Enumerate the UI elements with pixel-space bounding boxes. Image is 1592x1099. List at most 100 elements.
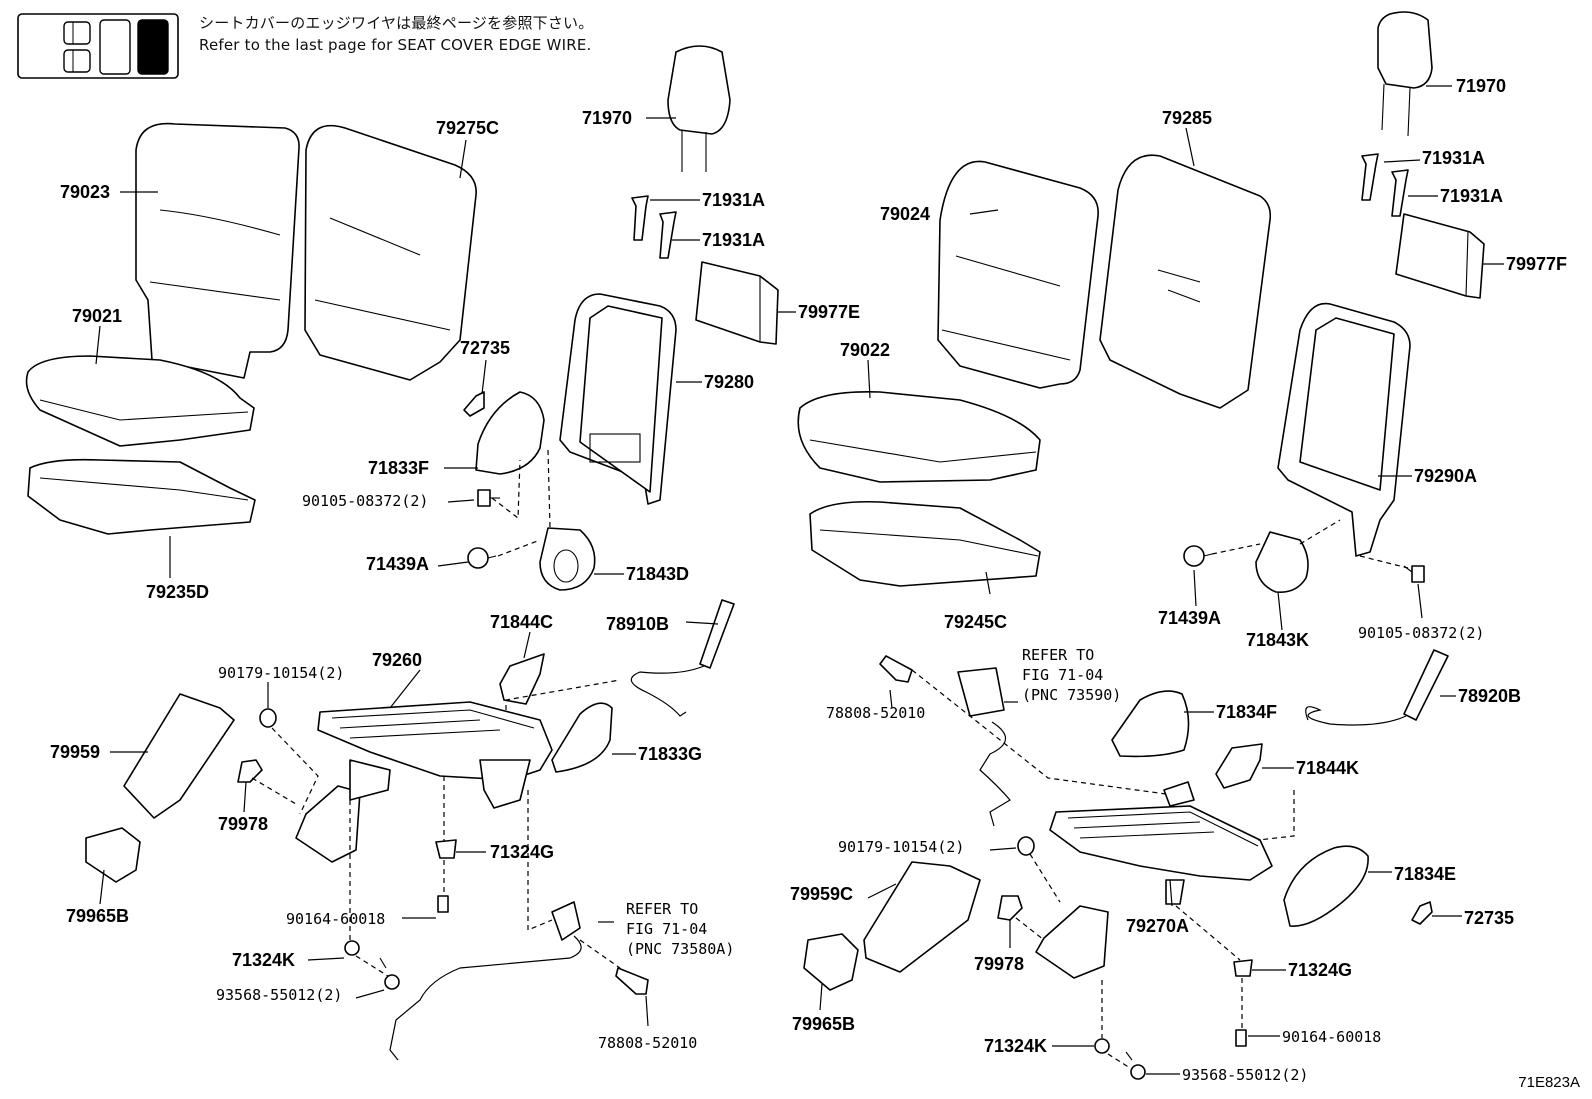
knob-71439a-left — [467, 547, 497, 569]
drawing-id: 71E823A — [1518, 1074, 1580, 1091]
label-90105-right: 90105-08372(2) — [1358, 624, 1484, 642]
label-79977e: 79977E — [798, 302, 860, 322]
ref-left-line1: REFER TO — [626, 900, 698, 918]
ref-right-line1: REFER TO — [1022, 646, 1094, 664]
seatback-pad-79285 — [1099, 154, 1272, 409]
label-71931a-1: 71931A — [702, 190, 765, 210]
pad-79977f — [1395, 213, 1485, 299]
label-79290a: 79290A — [1414, 466, 1477, 486]
label-71834f: 71834F — [1216, 702, 1277, 722]
headrest-guide-71931a-4 — [1391, 169, 1409, 217]
label-78808-right: 78808-52010 — [826, 704, 925, 722]
bolt-90105-right — [1403, 565, 1425, 583]
cable-78920b — [1305, 649, 1449, 726]
bolt-78808-left — [615, 967, 649, 995]
seat-track-79270a — [1035, 781, 1273, 979]
cushion-cover-79022 — [797, 391, 1041, 483]
label-78920b: 78920B — [1458, 686, 1521, 706]
label-71931a-3: 71931A — [1422, 148, 1485, 168]
bracket-71844k — [1215, 743, 1263, 789]
part-labels: 79023 79275C 79021 79235D 71970 71931A 7… — [50, 76, 1567, 1084]
label-79280: 79280 — [704, 372, 754, 392]
label-90105-left: 90105-08372(2) — [302, 492, 428, 510]
label-78910b: 78910B — [606, 614, 669, 634]
spacer-71324g-right — [1233, 959, 1253, 977]
bracket-79965b-left — [85, 827, 141, 883]
label-71439a-right: 71439A — [1158, 608, 1221, 628]
label-79024: 79024 — [880, 204, 930, 224]
cover-71834e — [1283, 845, 1369, 927]
label-71844c: 71844C — [490, 612, 553, 632]
label-71844k: 71844K — [1296, 758, 1359, 778]
label-79978-left: 79978 — [218, 814, 268, 834]
label-72735-right: 72735 — [1464, 908, 1514, 928]
label-79977f: 79977F — [1506, 254, 1567, 274]
seatback-frame-79280 — [559, 293, 677, 505]
label-93568-left: 93568-55012(2) — [216, 986, 342, 1004]
headrest-guide-71931a-1 — [631, 195, 649, 241]
buckle-left — [389, 901, 582, 1061]
bracket-79978-right — [997, 895, 1023, 921]
label-71970-left: 71970 — [582, 108, 632, 128]
edge-wire-note-japanese: シートカバーのエッジワイヤは最終ページを参照下さい。 — [199, 14, 594, 32]
label-90164-right: 90164-60018 — [1282, 1028, 1381, 1046]
label-79245c: 79245C — [944, 612, 1007, 632]
bolt-90164-left — [437, 895, 449, 913]
buckle-right — [957, 667, 1011, 827]
label-71833g: 71833G — [638, 744, 702, 764]
label-71439a-left: 71439A — [366, 554, 429, 574]
label-71324k-right: 71324K — [984, 1036, 1047, 1056]
spacer-71324k-right — [1094, 1038, 1110, 1054]
label-93568-right: 93568-55012(2) — [1182, 1066, 1308, 1084]
cushion-pad-79235d — [27, 458, 256, 535]
cable-78910b — [630, 599, 735, 717]
headrest-71970-right — [1377, 11, 1433, 137]
label-71843d: 71843D — [626, 564, 689, 584]
label-79978-right: 79978 — [974, 954, 1024, 974]
part-72735-left — [463, 391, 485, 417]
cushion-pad-79245c — [809, 500, 1041, 587]
label-72735-left: 72735 — [460, 338, 510, 358]
label-71324g-right: 71324G — [1288, 960, 1352, 980]
label-79959: 79959 — [50, 742, 100, 762]
label-71931a-2: 71931A — [702, 230, 765, 250]
cover-71843k — [1255, 531, 1309, 594]
nut-90179-left — [259, 708, 277, 728]
leader-lines — [95, 85, 1504, 1075]
ref-left-line3: (PNC 73580A) — [626, 940, 734, 958]
label-79023: 79023 — [60, 182, 110, 202]
bracket-79978-left — [237, 759, 263, 783]
cover-71843d — [539, 527, 596, 591]
bolt-90164-right — [1235, 1029, 1247, 1047]
bolt-90105-left — [477, 489, 500, 507]
seatback-frame-79290a — [1277, 302, 1411, 557]
label-90164-left: 90164-60018 — [286, 910, 385, 928]
bolt-93568-left — [379, 957, 400, 990]
side-cover-71833f — [475, 391, 545, 475]
ref-left-line2: FIG 71-04 — [626, 920, 707, 938]
label-71324g-left: 71324G — [490, 842, 554, 862]
bracket-79965b-right — [803, 933, 859, 991]
ref-right-line2: FIG 71-04 — [1022, 666, 1103, 684]
label-79275c: 79275C — [436, 118, 499, 138]
spacer-71324k-left — [344, 940, 360, 956]
label-71970-right: 71970 — [1456, 76, 1506, 96]
label-79260: 79260 — [372, 650, 422, 670]
cover-79959 — [123, 693, 235, 819]
pad-79977e — [695, 261, 779, 345]
knob-71439a-right — [1183, 545, 1213, 567]
label-79959c: 79959C — [790, 884, 853, 904]
cover-71833g — [551, 702, 613, 773]
part-72735-right — [1411, 901, 1433, 925]
label-71931a-4: 71931A — [1440, 186, 1503, 206]
label-78808-left: 78808-52010 — [598, 1034, 697, 1052]
label-79022: 79022 — [840, 340, 890, 360]
label-79965b-right: 79965B — [792, 1014, 855, 1034]
edge-wire-note-english: Refer to the last page for SEAT COVER ED… — [199, 36, 592, 54]
bracket-71844c — [499, 653, 545, 705]
cover-71834f — [1111, 690, 1190, 758]
label-79021: 79021 — [72, 306, 122, 326]
seat-layout-icon — [17, 13, 179, 79]
cover-79959c — [863, 861, 981, 973]
